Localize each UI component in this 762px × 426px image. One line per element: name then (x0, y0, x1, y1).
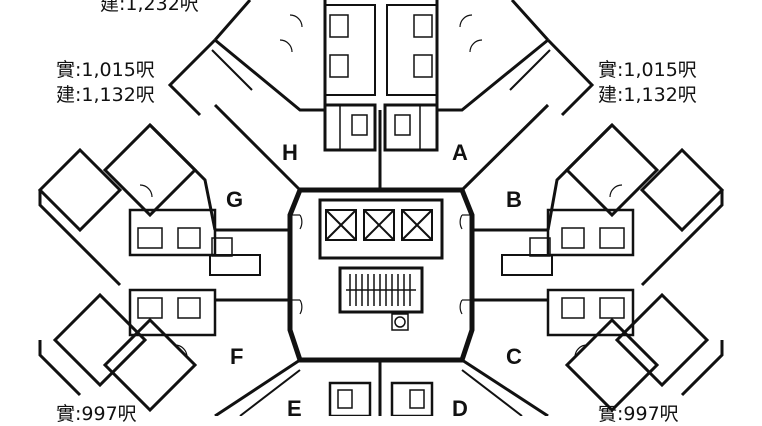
unit-label-c: C (506, 344, 522, 369)
area-gross-top: 建:1,232呎 (100, 0, 199, 15)
right-wing (501, 122, 725, 413)
lift-shaft (363, 209, 395, 241)
unit-label-h: H (282, 140, 298, 165)
unit-label-d: D (452, 396, 468, 416)
area-saleable-bottom-right: 實:997呎 (598, 403, 679, 425)
unit-label-a: A (452, 140, 468, 165)
unit-partition-walls (213, 103, 550, 416)
unit-label-g: G (226, 187, 243, 212)
unit-label-f: F (230, 344, 243, 369)
area-saleable-bottom-left: 實:997呎 (56, 403, 137, 425)
lower-wing (239, 369, 523, 416)
area-gross-upper-right: 建:1,132呎 (598, 84, 697, 106)
unit-letters: A B C D E F G H (226, 140, 522, 416)
left-wing (37, 122, 261, 413)
area-saleable-upper-right: 實:1,015呎 (598, 59, 697, 81)
upper-wing (167, 0, 595, 152)
floor-plan: A B C D E F G H (37, 0, 725, 416)
lift-shaft (401, 209, 433, 241)
area-gross-upper-left: 建:1,132呎 (56, 84, 155, 106)
lift-shafts (325, 209, 433, 241)
area-saleable-upper-left: 實:1,015呎 (56, 59, 155, 81)
lift-shaft (325, 209, 357, 241)
unit-label-b: B (506, 187, 522, 212)
core-doors (290, 214, 472, 315)
staircase (338, 266, 424, 331)
unit-label-e: E (287, 396, 302, 416)
